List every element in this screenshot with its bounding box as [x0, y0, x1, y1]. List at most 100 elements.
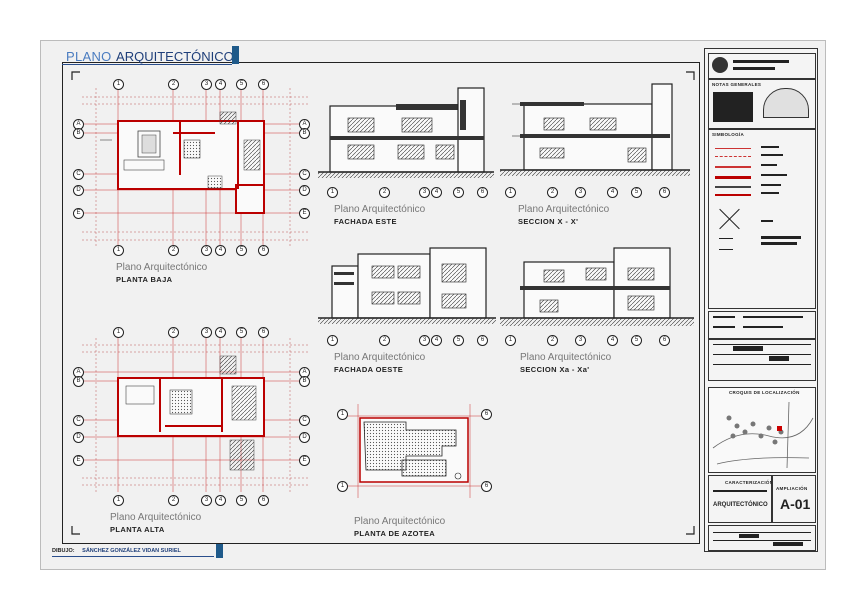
axis-bubble: 2: [379, 187, 390, 198]
axis-bubble: 2: [168, 79, 179, 90]
caption-seccion-x: Plano Arquitectónico: [518, 204, 610, 215]
seal-icon: [763, 88, 809, 118]
data-table-1: [708, 311, 816, 339]
axis-bubble: 1: [113, 79, 124, 90]
axis-bubble: B: [73, 128, 84, 139]
croquis-box: CROQUIS DE LOCALIZACIÓN: [708, 387, 816, 473]
axis-bubble: 4: [215, 327, 226, 338]
location-map: [712, 401, 814, 469]
cross-symbol-icon: [719, 208, 741, 230]
revision-table: [708, 525, 816, 551]
axis-bubble: 1: [337, 409, 348, 420]
axis-bubble: 1: [113, 327, 124, 338]
axis-bubble: 2: [168, 495, 179, 506]
caption-planta-baja: Plano Arquitectónico: [116, 262, 208, 273]
axis-bubble: 1: [505, 187, 516, 198]
elevation-fachada-oeste: [318, 247, 496, 324]
axis-bubble: 6: [258, 327, 269, 338]
axis-bubble: B: [299, 128, 310, 139]
section-seccion-x: [500, 83, 690, 176]
axis-bubble: B: [299, 376, 310, 387]
croquis-label: CROQUIS DE LOCALIZACIÓN: [729, 390, 800, 395]
caption-planta-azotea: Plano Arquitectónico: [354, 516, 446, 527]
axis-bubble: 1: [113, 495, 124, 506]
frame-corners: [71, 71, 695, 535]
title-accent-block: [232, 46, 239, 64]
axis-bubble: 1: [327, 335, 338, 346]
axis-bubble: E: [299, 208, 310, 219]
axis-bubble: 3: [419, 335, 430, 346]
plan-title: ARQUITECTÓNICO: [713, 502, 768, 508]
designer-name: SÁNCHEZ GONZÁLEZ VIDAN SURIEL: [82, 548, 181, 554]
designer-credit: DIBUJO: SÁNCHEZ GONZÁLEZ VIDAN SURIEL: [52, 548, 181, 554]
name-seccion-x: SECCION X - X': [518, 217, 579, 226]
caption-planta-alta: Plano Arquitectónico: [110, 512, 202, 523]
axis-bubble: 6: [659, 187, 670, 198]
plan-planta-azotea: [342, 404, 486, 498]
caption-fachada-este: Plano Arquitectónico: [334, 204, 426, 215]
axis-bubble: 5: [236, 495, 247, 506]
axis-bubble: 2: [168, 327, 179, 338]
axis-bubble: D: [299, 432, 310, 443]
axis-bubble: 4: [431, 187, 442, 198]
axis-bubble: 3: [575, 335, 586, 346]
axis-bubble: 2: [547, 187, 558, 198]
name-fachada-oeste: FACHADA OESTE: [334, 365, 404, 374]
axis-bubble: 3: [201, 79, 212, 90]
axis-bubble: 5: [236, 79, 247, 90]
axis-bubble: B: [73, 376, 84, 387]
axis-bubble: E: [299, 455, 310, 466]
axis-bubble: 5: [453, 187, 464, 198]
axis-bubble: C: [299, 415, 310, 426]
sheet-title: PLANO ARQUITECTÓNICO: [66, 48, 234, 66]
logo-box: [708, 53, 816, 79]
axis-bubble: 2: [379, 335, 390, 346]
axis-bubble: 5: [236, 327, 247, 338]
axis-bubble: 4: [215, 245, 226, 256]
sheet-number: A-01: [780, 496, 811, 512]
simbologia-label: SIMBOLOGÍA: [712, 132, 744, 137]
axis-bubble: 4: [431, 335, 442, 346]
axis-bubble: C: [73, 415, 84, 426]
designer-label: DIBUJO:: [52, 548, 75, 554]
sheet-number-box: AMPLIACIÓN A-01: [772, 475, 816, 523]
sheet-title-main: ARQUITECTÓNICO: [116, 49, 234, 64]
axis-bubble: 4: [215, 79, 226, 90]
axis-bubble: 3: [201, 495, 212, 506]
axis-bubble: 1: [337, 481, 348, 492]
title-block: NOTAS GENERALES SIMBOLOGÍA: [704, 48, 818, 552]
axis-bubble: D: [73, 185, 84, 196]
axis-bubble: D: [73, 432, 84, 443]
axis-bubble: D: [299, 185, 310, 196]
caption-seccion-xa: Plano Arquitectónico: [520, 352, 612, 363]
axis-bubble: 6: [477, 187, 488, 198]
footer-accent-block: [216, 544, 223, 558]
axis-bubble: 4: [607, 187, 618, 198]
axis-bubble: 2: [547, 335, 558, 346]
axis-bubble: 6: [481, 481, 492, 492]
logo-icon: [712, 57, 728, 73]
name-planta-baja: PLANTA BAJA: [116, 275, 173, 284]
name-planta-alta: PLANTA ALTA: [110, 525, 165, 534]
axis-bubble: 4: [607, 335, 618, 346]
axis-bubble: 1: [113, 245, 124, 256]
elevation-fachada-este: [318, 87, 494, 178]
footer-underline: [52, 556, 214, 557]
name-seccion-xa: SECCION Xa - Xa': [520, 365, 590, 374]
data-table-2: [708, 339, 816, 381]
caption-fachada-oeste: Plano Arquitectónico: [334, 352, 426, 363]
sheet-title-prefix: PLANO: [66, 49, 112, 64]
axis-bubble: 5: [631, 187, 642, 198]
plan-planta-baja: [80, 86, 308, 246]
title-underline: [62, 64, 232, 65]
section-seccion-xa: [500, 247, 694, 326]
axis-bubble: E: [73, 455, 84, 466]
axis-bubble: 1: [505, 335, 516, 346]
notas-box: NOTAS GENERALES: [708, 79, 816, 129]
axis-bubble: 5: [453, 335, 464, 346]
axis-bubble: 6: [481, 409, 492, 420]
axis-bubble: 3: [575, 187, 586, 198]
axis-bubble: C: [299, 169, 310, 180]
plan-planta-alta: [80, 334, 308, 492]
